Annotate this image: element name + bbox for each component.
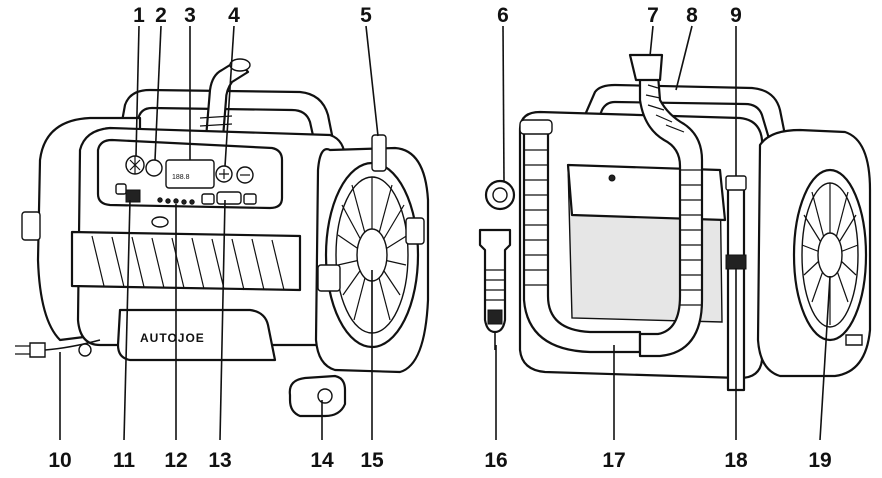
callout-7: 7 (647, 4, 659, 27)
power-cord (44, 339, 101, 351)
fan-housing-front (314, 134, 430, 374)
callout-17: 17 (602, 449, 625, 472)
vent-grille (70, 230, 302, 292)
callout-15: 15 (360, 449, 384, 472)
callout-2: 2 (155, 4, 167, 27)
mode-button-dc[interactable] (243, 193, 257, 205)
callout-19: 19 (808, 449, 831, 472)
indicator-leds (157, 197, 195, 205)
callout-14: 14 (310, 449, 334, 472)
callout-numbers: 1 2 3 4 5 6 7 8 9 10 11 12 13 14 15 16 1… (48, 4, 831, 472)
front-view-unit: 188.8 AUTOJOE (15, 58, 430, 418)
brand-label: AUTOJOE (140, 331, 205, 345)
callout-9: 9 (730, 4, 742, 27)
fan-housing-rear (756, 128, 872, 378)
power-switch-icon[interactable] (115, 183, 127, 195)
mode-button-ac[interactable] (201, 193, 215, 205)
top-hose-nozzle (203, 58, 250, 152)
base-tray (116, 308, 277, 362)
callout-13: 13 (208, 449, 231, 472)
callout-4: 4 (228, 4, 240, 27)
leader-lines (59, 25, 831, 441)
callout-11: 11 (113, 449, 136, 472)
callout-16: 16 (484, 449, 507, 472)
coiled-hose (638, 73, 704, 358)
callout-12: 12 (164, 449, 187, 472)
display-readout: 188.8 (172, 174, 190, 181)
callout-6: 6 (497, 4, 509, 27)
fan-latch[interactable] (371, 134, 387, 172)
callout-1: 1 (133, 4, 145, 27)
side-clip[interactable] (317, 264, 341, 292)
mode-button-inflate[interactable] (216, 191, 242, 205)
callout-10: 10 (48, 449, 71, 472)
callout-5: 5 (360, 4, 372, 27)
logo-mark (151, 216, 169, 228)
rear-view-unit (478, 53, 872, 392)
callout-3: 3 (184, 4, 196, 27)
callout-8: 8 (686, 4, 698, 27)
power-switch[interactable] (125, 189, 141, 203)
unit-button[interactable] (145, 159, 163, 177)
callout-18: 18 (724, 449, 748, 472)
power-plug (29, 342, 46, 358)
